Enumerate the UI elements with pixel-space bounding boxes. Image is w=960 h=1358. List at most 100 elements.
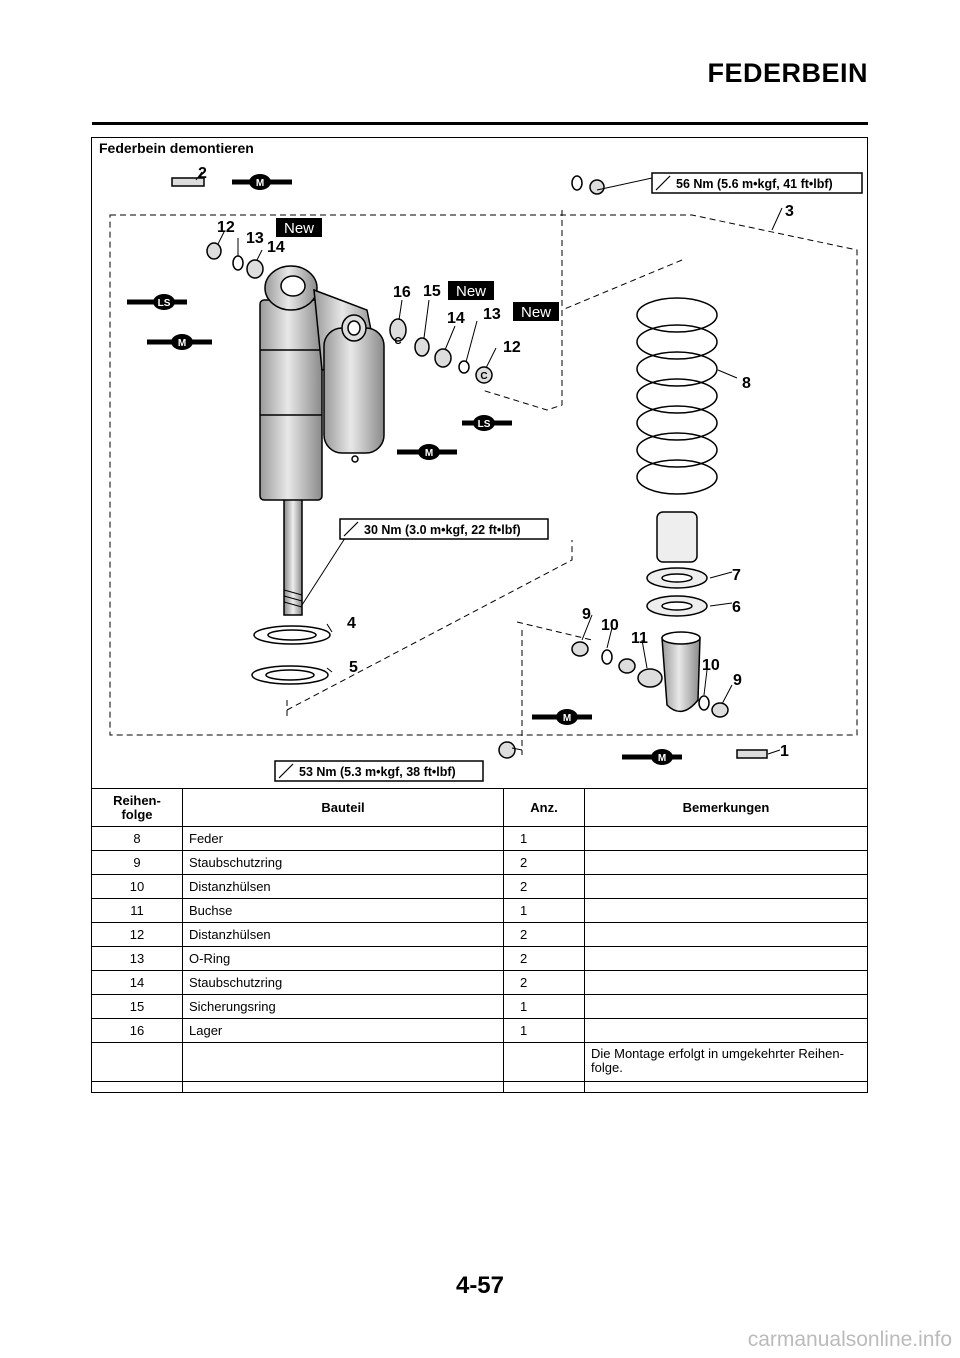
torque-spec-top: 56 Nm (5.6 m•kgf, 41 ft•lbf) — [676, 177, 833, 191]
cell-order: 15 — [91, 994, 183, 1019]
adjuster-ring — [251, 625, 331, 685]
cross-section-symbol: C — [480, 371, 487, 382]
cell-order: 9 — [91, 850, 183, 875]
exploded-diagram: M LS M LS M M M C C New New New 56 Nm (5… — [109, 165, 863, 782]
torque-specs: 56 Nm (5.6 m•kgf, 41 ft•lbf) 30 Nm (3.0 … — [274, 172, 863, 782]
cell-part: Lager — [182, 1018, 504, 1043]
dashed-guide-lines — [109, 210, 858, 755]
callout-number: 13 — [246, 230, 264, 247]
grease-symbol-m: M — [256, 178, 264, 189]
callout-number: 14 — [267, 239, 285, 256]
cell-order: 13 — [91, 946, 183, 971]
cell-part: Staubschutzring — [182, 850, 504, 875]
cell-remarks — [584, 994, 868, 1019]
grease-symbol-m: M — [658, 753, 666, 764]
callout-number: 10 — [702, 657, 720, 674]
callout-number: 10 — [601, 617, 619, 634]
column-header-order: Reihen- folge — [91, 788, 183, 827]
cell-part: Buchse — [182, 898, 504, 923]
callout-number: 16 — [393, 284, 411, 301]
callout-number: 12 — [503, 339, 521, 356]
cell-order: 14 — [91, 970, 183, 995]
callout-number: 8 — [742, 375, 751, 392]
callout-number: 6 — [732, 599, 741, 616]
cell-order: 10 — [91, 874, 183, 899]
callout-number: 1 — [780, 743, 789, 760]
parts-table: Reihen- folge Bauteil Anz. Bemerkungen 8… — [91, 788, 868, 1093]
callout-number: 5 — [349, 659, 358, 676]
grease-symbol-m: M — [563, 713, 571, 724]
cell-part: Distanzhülsen — [182, 874, 504, 899]
callout-number: 14 — [447, 310, 465, 327]
cell-remarks — [584, 922, 868, 947]
grease-symbols: M LS M LS M M M — [127, 174, 682, 765]
cell-part: O-Ring — [182, 946, 504, 971]
cell-remarks — [584, 898, 868, 923]
cell-order: 8 — [91, 826, 183, 851]
section-title: Federbein demontieren — [99, 140, 254, 156]
cell-qty: 1 — [503, 1018, 585, 1043]
cell-part: Staubschutzring — [182, 970, 504, 995]
new-badge: New — [284, 220, 314, 237]
column-header-part: Bauteil — [182, 788, 504, 827]
callout-number: 9 — [582, 606, 591, 623]
cell-part: Sicherungsring — [182, 994, 504, 1019]
page-header-title: FEDERBEIN — [707, 58, 868, 88]
new-badges: New New New — [276, 218, 559, 321]
lower-clevis — [571, 631, 729, 718]
cell-remarks — [584, 1018, 868, 1043]
cell-empty — [503, 1042, 585, 1093]
cell-qty: 2 — [503, 874, 585, 899]
cell-remarks — [584, 946, 868, 971]
torque-spec-middle: 30 Nm (3.0 m•kgf, 22 ft•lbf) — [364, 523, 521, 537]
assembly-note: Die Montage erfolgt in umgekehrter Reihe… — [584, 1042, 868, 1093]
grease-symbol-m: M — [425, 448, 433, 459]
spring-seats — [646, 511, 708, 617]
cell-qty: 1 — [503, 826, 585, 851]
cell-remarks — [584, 970, 868, 995]
cell-remarks — [584, 850, 868, 875]
cell-qty: 2 — [503, 970, 585, 995]
callout-number: 2 — [198, 165, 207, 182]
page-number: 4-57 — [455, 1272, 505, 1299]
column-header-remarks: Bemerkungen — [584, 788, 868, 827]
new-badge: New — [456, 283, 486, 300]
cell-qty: 2 — [503, 850, 585, 875]
header-rule — [92, 122, 868, 125]
spring — [636, 297, 718, 495]
cell-qty: 2 — [503, 946, 585, 971]
column-header-qty: Anz. — [503, 788, 585, 827]
callout-number: 15 — [423, 283, 441, 300]
cell-order: 12 — [91, 922, 183, 947]
table-note-row: Die Montage erfolgt in umgekehrter Reihe… — [91, 1042, 868, 1093]
cell-remarks — [584, 826, 868, 851]
callout-number: 11 — [631, 630, 648, 647]
cell-part: Feder — [182, 826, 504, 851]
leader-lines — [195, 171, 783, 755]
cell-empty — [182, 1042, 504, 1093]
cell-qty: 1 — [503, 898, 585, 923]
table-header-row: Reihen- folge Bauteil Anz. Bemerkungen — [91, 788, 868, 827]
callout-number: 9 — [733, 672, 742, 689]
cell-qty: 1 — [503, 994, 585, 1019]
callout-number: 4 — [347, 615, 356, 632]
callout-number: 13 — [483, 306, 501, 323]
shock-absorber — [259, 265, 385, 616]
cell-remarks — [584, 874, 868, 899]
watermark: carmanualsonline.info — [747, 1328, 952, 1351]
grease-symbol-m: M — [178, 338, 186, 349]
cell-order: 11 — [91, 898, 183, 923]
cell-order: 16 — [91, 1018, 183, 1043]
new-badge: New — [521, 304, 551, 321]
callout-number: 7 — [732, 567, 741, 584]
cell-empty — [91, 1042, 183, 1093]
cell-qty: 2 — [503, 922, 585, 947]
cross-section-symbol: C — [394, 336, 401, 347]
